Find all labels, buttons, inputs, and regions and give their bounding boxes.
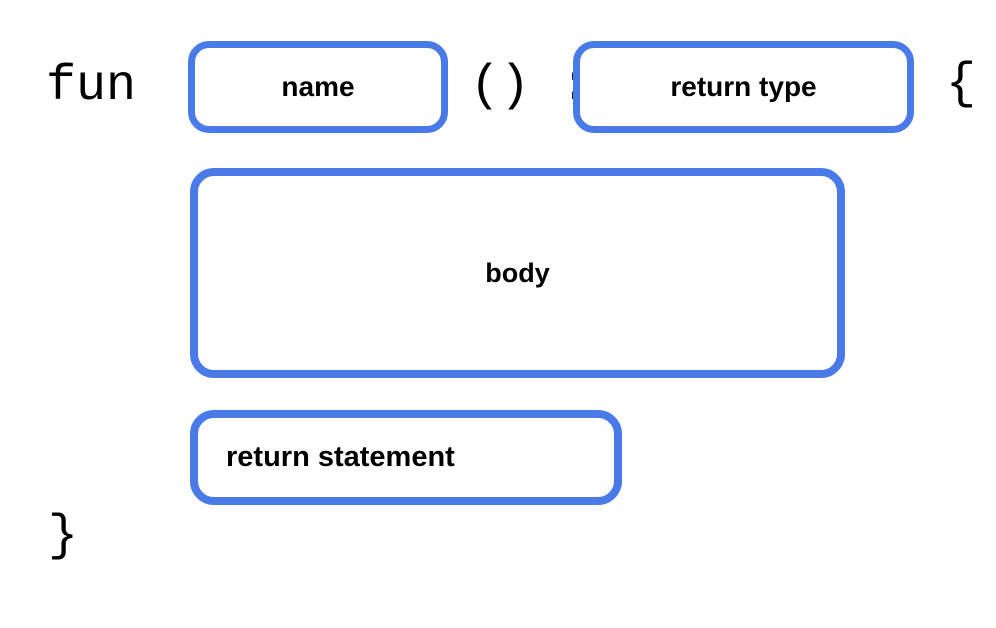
keyword-fun-token: fun <box>46 58 137 115</box>
slot-function-body-label: body <box>485 257 550 288</box>
close-brace-token: } <box>48 508 79 565</box>
slot-return-statement-label: return statement <box>226 441 455 473</box>
slot-function-name-label: name <box>281 71 355 102</box>
slot-function-body[interactable]: body <box>190 168 845 378</box>
open-brace-token: { <box>946 56 977 113</box>
slot-function-name[interactable]: name <box>188 41 448 133</box>
slot-return-type-label: return type <box>670 71 817 102</box>
slot-return-type[interactable]: return type <box>573 41 914 133</box>
slot-return-statement[interactable]: return statement <box>190 410 622 505</box>
